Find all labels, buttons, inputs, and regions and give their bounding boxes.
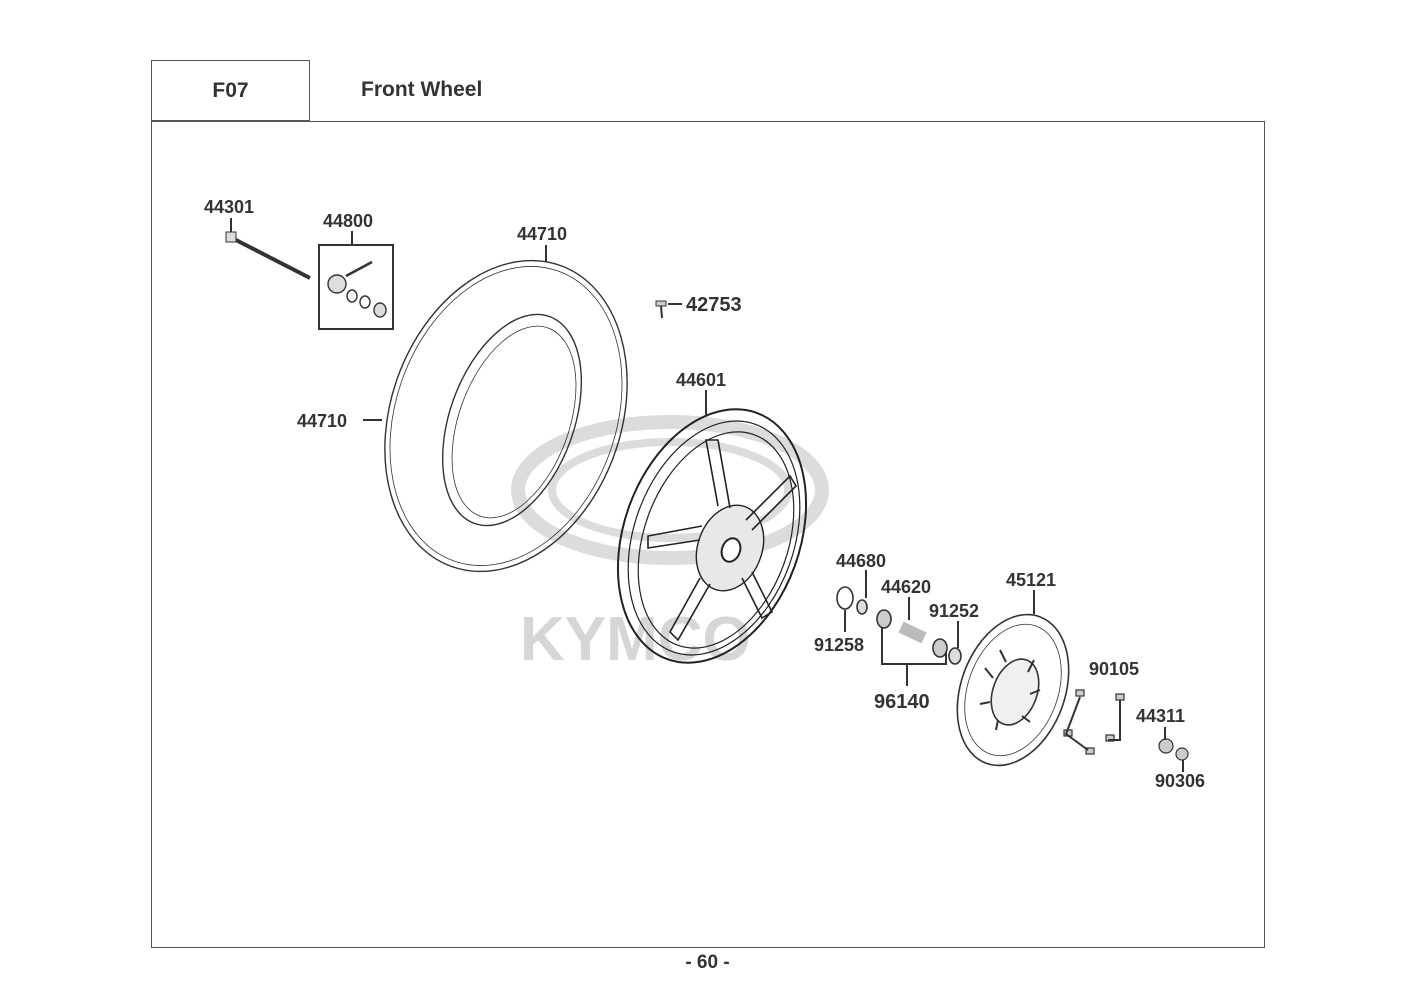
part-label-44620: 44620 bbox=[881, 577, 931, 597]
part-label-44311: 44311 bbox=[1136, 706, 1185, 726]
part-label-91252: 91252 bbox=[929, 601, 979, 621]
section-code: F07 bbox=[212, 79, 249, 102]
axle-illustration bbox=[225, 231, 311, 280]
valve-illustration bbox=[655, 300, 667, 319]
tire-illustration bbox=[384, 259, 628, 573]
part-label-90306: 90306 bbox=[1155, 771, 1205, 791]
part-label-44710-top: 44710 bbox=[517, 224, 567, 244]
part-label-42753: 42753 bbox=[686, 294, 742, 316]
part-label-44301: 44301 bbox=[204, 197, 254, 217]
watermark-logo: KYMCO bbox=[511, 415, 829, 674]
section-code-box: F07 bbox=[151, 60, 310, 121]
wheel-rim-illustration bbox=[616, 408, 808, 664]
part-label-45121: 45121 bbox=[1006, 570, 1056, 590]
page-number: - 60 - bbox=[685, 952, 730, 973]
part-label-44680: 44680 bbox=[836, 551, 886, 571]
watermark-text: KYMCO bbox=[520, 605, 751, 674]
part-label-96140: 96140 bbox=[874, 691, 930, 713]
brake-disc-illustration bbox=[956, 613, 1070, 767]
part-labels: 44301 44800 44710 44710 42753 44601 4468… bbox=[204, 197, 1205, 791]
page-title: Front Wheel bbox=[361, 78, 483, 101]
diagram-frame bbox=[151, 121, 1265, 948]
part-label-44601: 44601 bbox=[676, 370, 726, 390]
gear-kit-illustration bbox=[318, 244, 394, 330]
part-label-44710-side: 44710 bbox=[297, 411, 347, 431]
fastener-illustration bbox=[1063, 689, 1189, 761]
leader-lines bbox=[230, 218, 1184, 772]
part-label-91258: 91258 bbox=[814, 635, 864, 655]
part-label-90105: 90105 bbox=[1089, 659, 1139, 679]
part-label-44800: 44800 bbox=[323, 211, 373, 231]
bearing-parts-illustration bbox=[836, 586, 962, 665]
